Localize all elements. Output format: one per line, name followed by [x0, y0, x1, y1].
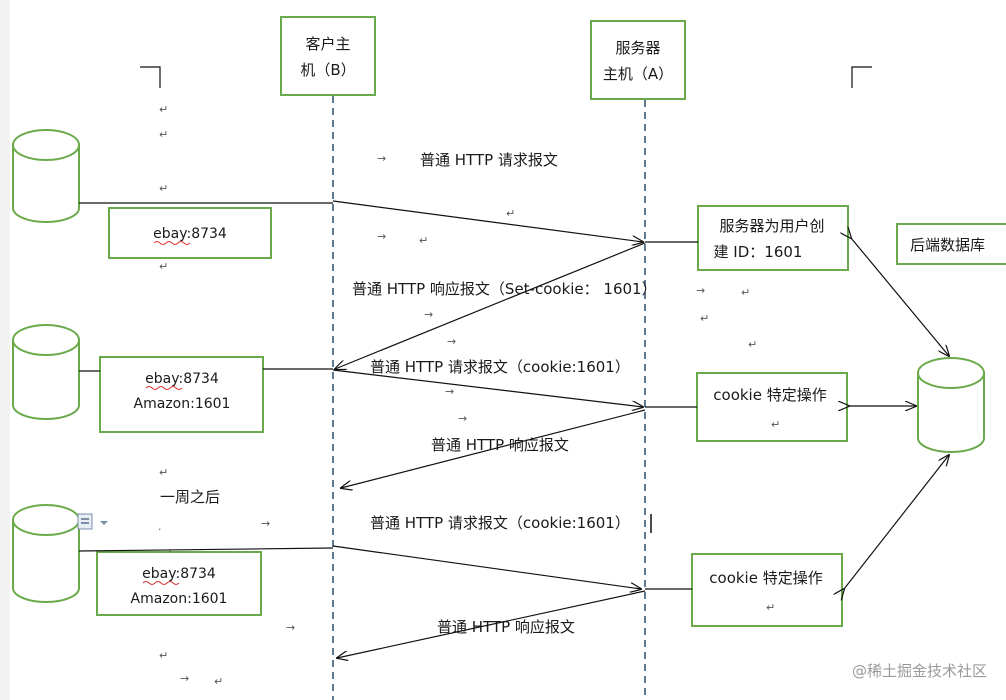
- one-week-later-label: 一周之后: [160, 488, 220, 506]
- svg-text:.: .: [168, 542, 172, 555]
- cookie-file-box-2: ebay:8734 Amazon:1601: [99, 356, 264, 433]
- client-storage-cylinder-1: [12, 129, 80, 223]
- svg-text:↵: ↵: [748, 338, 757, 351]
- svg-text:→: →: [180, 672, 189, 685]
- svg-text:↵: ↵: [771, 418, 780, 431]
- watermark: @稀土掘金技术社区: [852, 662, 987, 680]
- server-create-id-line2: 建 ID：1601: [714, 243, 803, 261]
- cookie-file-2-line1: ebay:8734: [145, 371, 219, 387]
- svg-text:↵: ↵: [214, 675, 223, 688]
- svg-text:↵: ↵: [159, 649, 168, 662]
- spellcheck-underline: [153, 241, 191, 245]
- client-host-line2: 机（B）: [300, 61, 355, 79]
- request-arrow-2: [332, 369, 643, 407]
- svg-text:↵: ↵: [159, 128, 168, 141]
- svg-text:→: →: [447, 335, 456, 348]
- client-storage-cylinder-2: [12, 324, 80, 420]
- cookie-operation-2-label: cookie 特定操作: [709, 569, 822, 587]
- cookie-file-3-line1: ebay:8734: [142, 566, 216, 582]
- svg-text:→: →: [696, 284, 705, 297]
- paste-options-icon[interactable]: [77, 513, 108, 530]
- svg-text:↵: ↵: [506, 207, 515, 220]
- request-arrow-1: [332, 200, 643, 242]
- svg-text:↵: ↵: [159, 182, 168, 195]
- client-storage-cylinder-3: [12, 504, 80, 603]
- svg-text:→: →: [377, 152, 386, 165]
- svg-text:→: →: [261, 517, 270, 530]
- backend-database-cylinder: [917, 357, 985, 453]
- request-arrow-3: [332, 545, 641, 589]
- request-label-3: 普通 HTTP 请求报文（cookie:1601）: [370, 514, 630, 532]
- server-host-line2: 主机（A）: [603, 65, 673, 83]
- server-create-id-line1: 服务器为用户创: [719, 217, 824, 235]
- formatting-marks: ↵ ↵ ↵ ↵ ↵ ↵ ↵ → → → ↵ ↵ → → → → → ↵ ↵ ↵ …: [158, 103, 780, 688]
- svg-text:→: →: [424, 308, 433, 321]
- cookie-file-box-3: ebay:8734 Amazon:1601: [96, 551, 262, 616]
- server-host-box: 服务器 主机（A）: [590, 20, 686, 100]
- db-link-arrow-1: [851, 238, 949, 356]
- db-link-arrow-3: [844, 455, 949, 589]
- response-arrow-1: [335, 242, 646, 369]
- svg-text:→: →: [286, 621, 295, 634]
- margin-corner-mark: [851, 66, 872, 88]
- cookie-operation-box-2: cookie 特定操作: [691, 553, 843, 627]
- cookie-file-1-line1: ebay:8734: [153, 226, 227, 242]
- svg-text:↵: ↵: [159, 103, 168, 116]
- svg-text:↵: ↵: [159, 260, 168, 273]
- server-host-line1: 服务器: [615, 39, 660, 57]
- cookie-operation-1-label: cookie 特定操作: [713, 386, 826, 404]
- svg-text:→: →: [458, 412, 467, 425]
- spellcheck-underline: [145, 386, 183, 390]
- response-label-1: 普通 HTTP 响应报文（Set-cookie： 1601）: [352, 280, 657, 298]
- response-arrow-2: [341, 409, 646, 488]
- svg-text:↵: ↵: [766, 601, 775, 614]
- svg-text:↵: ↵: [419, 234, 428, 247]
- cookie-file-box-1: ebay:8734: [108, 207, 272, 259]
- request-label-1: 普通 HTTP 请求报文: [420, 151, 558, 169]
- svg-text:↵: ↵: [159, 466, 168, 479]
- backend-db-label: 后端数据库: [910, 236, 985, 254]
- svg-text:→: →: [377, 230, 386, 243]
- response-arrow-3: [337, 590, 646, 658]
- response-label-2: 普通 HTTP 响应报文: [431, 436, 569, 454]
- client-host-box: 客户主 机（B）: [280, 16, 376, 96]
- request-label-2: 普通 HTTP 请求报文（cookie:1601）: [370, 358, 630, 376]
- response-label-3: 普通 HTTP 响应报文: [437, 618, 575, 636]
- svg-text:↵: ↵: [700, 312, 709, 325]
- svg-text:.: .: [158, 520, 162, 533]
- client-host-line1: 客户主: [305, 35, 350, 53]
- backend-db-label-box: 后端数据库: [896, 223, 1006, 265]
- svg-text:→: →: [445, 385, 454, 398]
- page-edge: [0, 0, 10, 700]
- cookie-file-2-line2: Amazon:1601: [134, 396, 231, 412]
- cookie-file-3-line2: Amazon:1601: [131, 591, 228, 607]
- margin-corner-mark: [140, 66, 161, 88]
- spellcheck-underline: [142, 581, 180, 585]
- connector-line: [78, 547, 334, 552]
- server-create-id-box: 服务器为用户创 建 ID：1601: [697, 205, 849, 271]
- svg-text:↵: ↵: [741, 286, 750, 299]
